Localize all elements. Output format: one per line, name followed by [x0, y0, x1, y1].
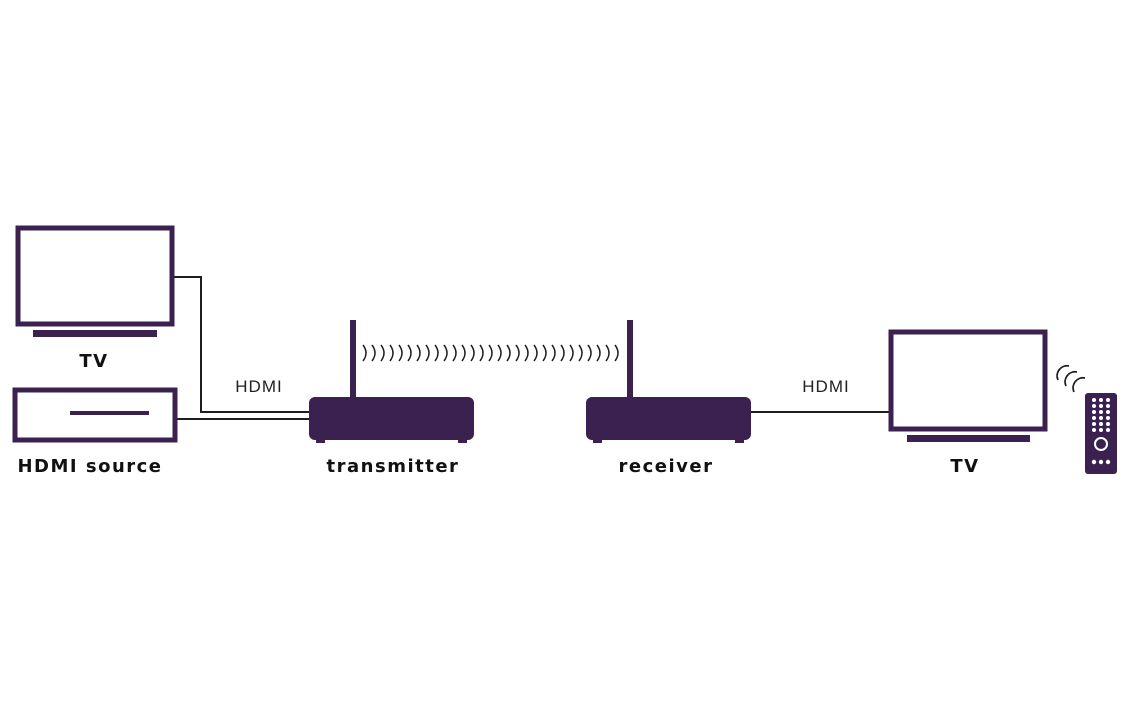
- remote-key: [1092, 422, 1096, 426]
- receiver-label: receiver: [618, 456, 714, 477]
- signal-wave: [506, 344, 511, 362]
- remote-key: [1092, 398, 1096, 402]
- remote-key: [1106, 410, 1110, 414]
- hdmi-source-label: HDMI source: [17, 456, 163, 477]
- remote-key: [1099, 404, 1103, 408]
- signal-wave: [497, 344, 502, 362]
- tv-right-icon: [888, 329, 1048, 442]
- hdmi-right-cable-label: HDMI: [802, 377, 850, 396]
- receiver-icon: [586, 320, 751, 443]
- wireless-signal-waves: [362, 344, 619, 362]
- remote-key: [1092, 416, 1096, 420]
- remote-control-icon: [1085, 393, 1117, 474]
- signal-wave: [389, 344, 394, 362]
- remote-key: [1092, 404, 1096, 408]
- signal-wave: [569, 344, 574, 362]
- remote-signal-icon: [1056, 364, 1086, 393]
- signal-wave: [596, 344, 601, 362]
- signal-wave: [479, 344, 484, 362]
- remote-key: [1099, 410, 1103, 414]
- transmitter-label: transmitter: [326, 456, 460, 477]
- signal-wave: [416, 344, 421, 362]
- signal-wave: [605, 344, 610, 362]
- cables: [174, 276, 890, 420]
- signal-wave: [551, 344, 556, 362]
- signal-wave: [542, 344, 547, 362]
- signal-wave: [443, 344, 448, 362]
- signal-wave: [452, 344, 457, 362]
- hdmi-left-cable-label: HDMI: [235, 377, 283, 396]
- signal-wave: [614, 344, 619, 362]
- transmitter-icon: [309, 320, 474, 443]
- signal-wave: [587, 344, 592, 362]
- remote-key: [1092, 428, 1096, 432]
- remote-key: [1106, 398, 1110, 402]
- tv-left-label: TV: [79, 351, 109, 372]
- remote-key: [1099, 416, 1103, 420]
- signal-wave: [470, 344, 475, 362]
- cable-tv-to-transmitter: [174, 276, 310, 413]
- remote-key: [1106, 422, 1110, 426]
- hdmi-source-icon: [12, 387, 178, 443]
- remote-key: [1099, 428, 1103, 432]
- remote-key: [1099, 398, 1103, 402]
- signal-wave: [560, 344, 565, 362]
- signal-wave: [515, 344, 520, 362]
- signal-wave: [425, 344, 430, 362]
- signal-wave: [398, 344, 403, 362]
- signal-wave: [407, 344, 412, 362]
- remote-key: [1106, 404, 1110, 408]
- signal-wave: [434, 344, 439, 362]
- signal-wave: [362, 344, 367, 362]
- signal-wave: [524, 344, 529, 362]
- remote-key: [1098, 459, 1104, 465]
- signal-wave: [488, 344, 493, 362]
- remote-key: [1105, 459, 1111, 465]
- remote-key: [1099, 422, 1103, 426]
- tv-right-label: TV: [950, 456, 980, 477]
- remote-key: [1106, 428, 1110, 432]
- signal-wave: [461, 344, 466, 362]
- signal-wave: [380, 344, 385, 362]
- remote-key: [1106, 416, 1110, 420]
- tv-left-icon: [15, 225, 175, 337]
- signal-wave: [371, 344, 376, 362]
- signal-wave: [578, 344, 583, 362]
- signal-wave: [533, 344, 538, 362]
- remote-key: [1092, 410, 1096, 414]
- remote-key: [1091, 459, 1097, 465]
